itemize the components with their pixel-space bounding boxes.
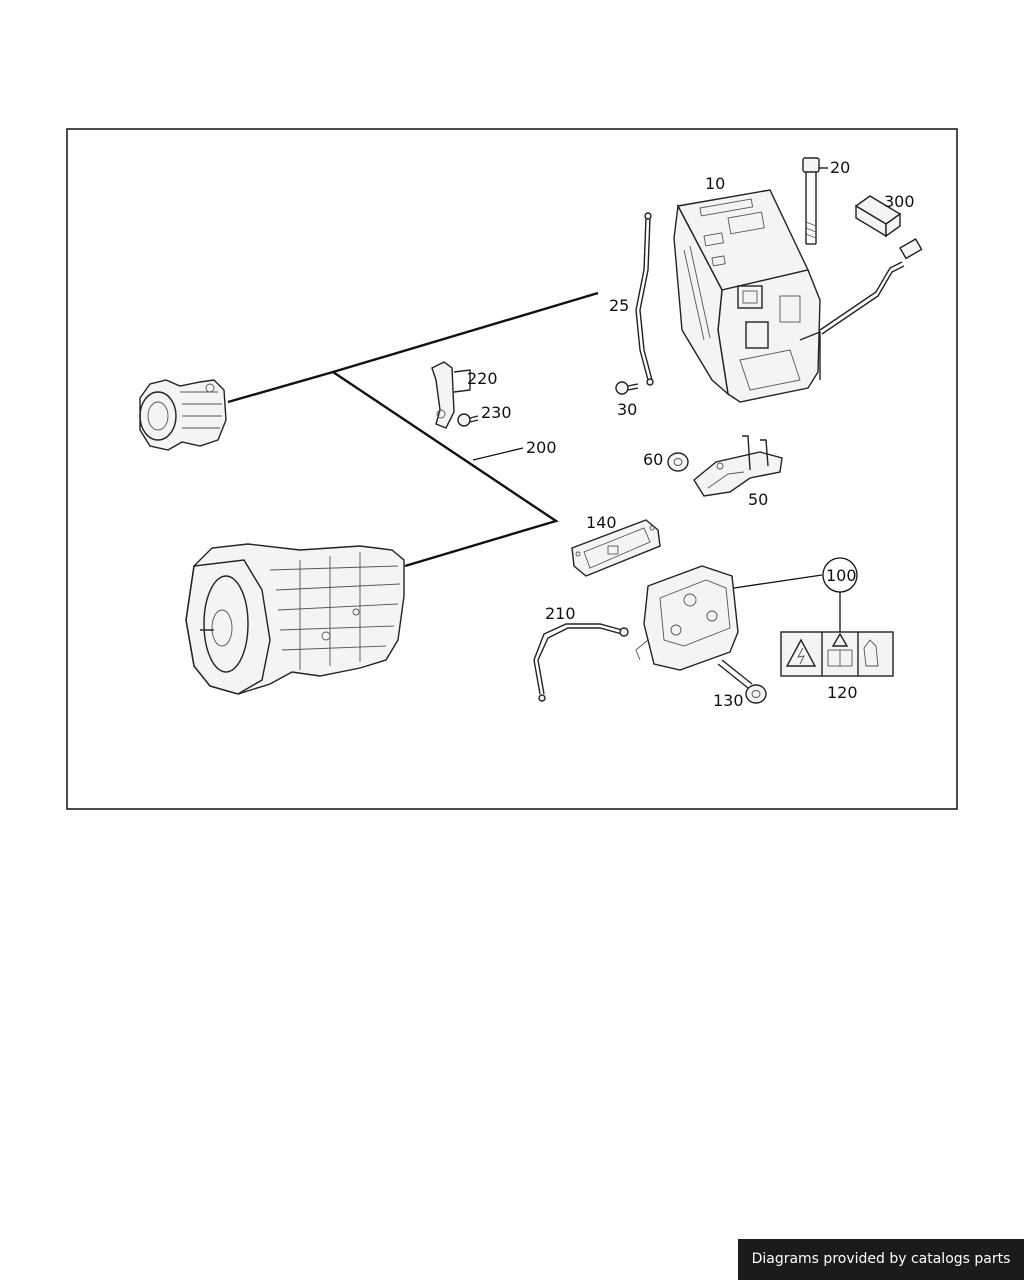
callout-30: 30 bbox=[617, 400, 637, 419]
callout-230: 230 bbox=[481, 403, 512, 422]
cable-210-illustration bbox=[533, 623, 629, 702]
footer-credit: Diagrams provided by catalogs parts bbox=[738, 1239, 1024, 1280]
screw-30-illustration bbox=[615, 381, 639, 395]
ac-compressor-illustration bbox=[139, 379, 227, 451]
bracket-220-illustration bbox=[431, 361, 471, 429]
callout-300: 300 bbox=[884, 192, 915, 211]
block-300-illustration bbox=[854, 195, 902, 238]
wiring-harness bbox=[227, 291, 599, 568]
warning-label-120-illustration bbox=[780, 631, 894, 677]
callout-130: 130 bbox=[713, 691, 744, 710]
callout-10: 10 bbox=[705, 174, 725, 193]
callout-120: 120 bbox=[827, 683, 858, 702]
callout-25: 25 bbox=[609, 296, 629, 315]
washer-60-illustration bbox=[667, 452, 689, 472]
screw-230-illustration bbox=[457, 413, 479, 427]
control-unit-100-illustration bbox=[635, 557, 858, 671]
callout-50: 50 bbox=[748, 490, 768, 509]
diagram-frame bbox=[66, 128, 958, 810]
transmission-illustration bbox=[185, 543, 405, 695]
callout-20: 20 bbox=[830, 158, 850, 177]
callout-220: 220 bbox=[467, 369, 498, 388]
callout-60: 60 bbox=[643, 450, 663, 469]
bolt-130-illustration bbox=[717, 659, 767, 704]
sensor-cable-illustration bbox=[819, 238, 923, 335]
gasket-140-illustration bbox=[571, 519, 661, 577]
bolt-20-illustration bbox=[802, 157, 828, 245]
power-electronics-illustration bbox=[673, 189, 821, 403]
callout-100: 100 bbox=[826, 566, 857, 585]
callout-140: 140 bbox=[586, 513, 617, 532]
ground-cable-25-illustration bbox=[635, 212, 654, 386]
callout-200: 200 bbox=[526, 438, 557, 457]
bracket-50-illustration bbox=[693, 435, 783, 497]
callout-210: 210 bbox=[545, 604, 576, 623]
